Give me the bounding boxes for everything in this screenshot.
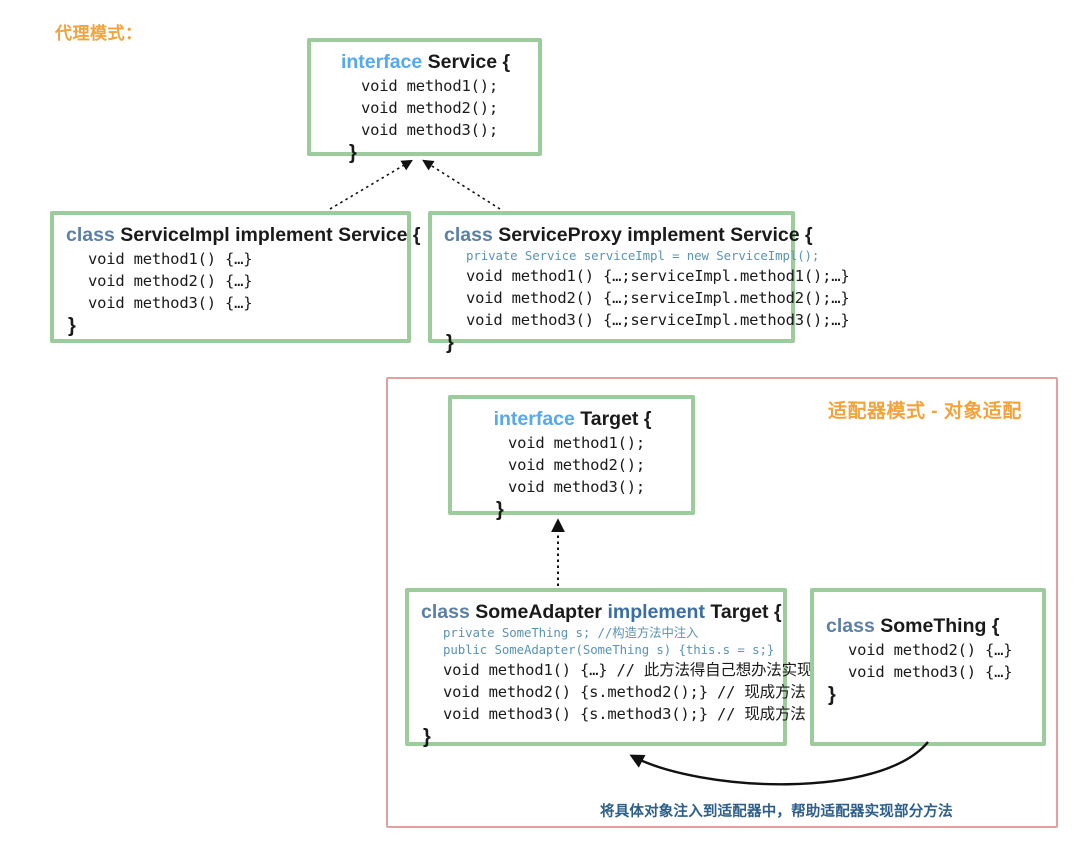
class-serviceproxy-box: class ServiceProxy implement Service { p… <box>428 211 850 354</box>
implement-keyword: implement <box>607 601 705 623</box>
method-line: void method2() {s.method2();} // 现成方法 <box>443 682 806 701</box>
constructor-declaration: public SomeAdapter(SomeThing s) {this.s … <box>443 641 775 657</box>
interface-target-box: interface Target { void method1(); void … <box>448 395 695 521</box>
method-line: void method2(); <box>361 98 498 117</box>
class-something-name: SomeThing { <box>880 615 1000 637</box>
method-line: void method3() {…;serviceImpl.method3();… <box>466 310 850 329</box>
closing-brace: } <box>828 683 836 706</box>
method-line: void method2() {…;serviceImpl.method2();… <box>466 288 850 307</box>
class-keyword: class <box>444 224 493 246</box>
method-line: void method1() {…} <box>88 249 253 268</box>
adapter-pattern-title: 适配器模式 - 对象适配 <box>828 401 1022 422</box>
proxy-pattern-title: 代理模式： <box>55 24 143 43</box>
method-line: void method3() {…} <box>88 293 253 312</box>
class-someadapter-box: class SomeAdapter implement Target { pri… <box>405 588 813 748</box>
interface-service-name: Service { <box>427 51 511 73</box>
closing-brace: } <box>349 141 357 164</box>
field-declaration: private Service serviceImpl = new Servic… <box>466 247 820 263</box>
closing-brace: } <box>68 314 76 337</box>
interface-target-name: Target { <box>580 408 652 430</box>
interface-service-box: interface Service { void method1(); void… <box>307 38 542 164</box>
method-line: void method2() {…} <box>848 640 1013 659</box>
class-keyword: class <box>66 224 115 246</box>
method-line: void method3() {…} <box>848 662 1013 681</box>
method-line: void method1(); <box>361 76 498 95</box>
interface-target-header: interface Target { <box>464 407 681 432</box>
class-keyword: class <box>826 615 875 637</box>
class-serviceproxy-name: ServiceProxy implement Service { <box>498 224 813 246</box>
interface-service-header: interface Service { <box>323 50 528 75</box>
class-serviceimpl-name: ServiceImpl implement Service { <box>120 224 421 246</box>
class-someadapter-header: class SomeAdapter implement Target { <box>421 600 782 625</box>
someadapter-target-name: Target { <box>710 601 782 623</box>
interface-keyword: interface <box>493 408 575 430</box>
method-line: void method3(); <box>508 477 645 496</box>
method-line: void method2(); <box>508 455 645 474</box>
method-line: void method1() {…} // 此方法得自己想办法实现 <box>443 660 813 679</box>
closing-brace: } <box>423 725 431 748</box>
class-serviceproxy-header: class ServiceProxy implement Service { <box>444 223 813 248</box>
class-keyword: class <box>421 601 470 623</box>
method-line: void method1(); <box>508 433 645 452</box>
method-line: void method2() {…} <box>88 271 253 290</box>
class-someadapter-name: SomeAdapter <box>475 601 603 623</box>
field-declaration: private SomeThing s; //构造方法中注入 <box>443 624 699 640</box>
class-serviceimpl-box: class ServiceImpl implement Service { vo… <box>50 211 420 343</box>
class-something-header: class SomeThing { <box>826 614 1032 639</box>
class-something-box: class SomeThing { void method2() {…} voi… <box>810 588 1046 746</box>
class-serviceimpl-header: class ServiceImpl implement Service { <box>66 223 420 248</box>
closing-brace: } <box>496 498 504 521</box>
method-line: void method3(); <box>361 120 498 139</box>
adapter-pattern-region <box>386 377 1058 828</box>
interface-keyword: interface <box>340 51 423 73</box>
method-line: void method1() {…;serviceImpl.method1();… <box>466 266 850 285</box>
closing-brace: } <box>446 331 454 354</box>
method-line: void method3() {s.method3();} // 现成方法 <box>443 704 806 723</box>
adapter-injection-caption: 将具体对象注入到适配器中，帮助适配器实现部分方法 <box>600 804 953 820</box>
